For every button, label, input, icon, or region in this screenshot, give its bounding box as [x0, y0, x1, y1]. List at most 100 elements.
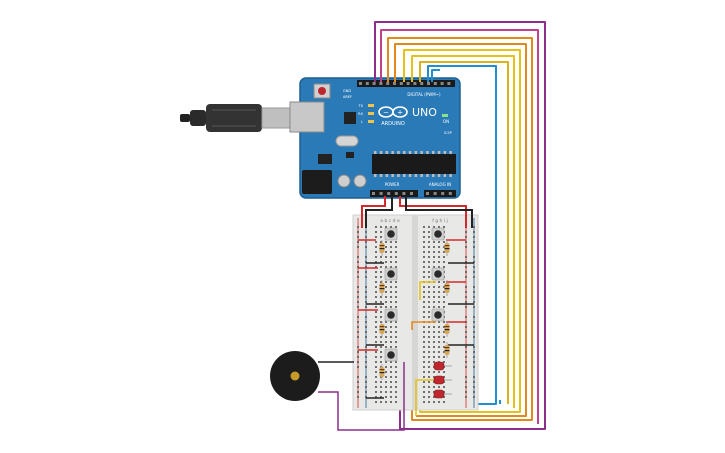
hole: [390, 381, 392, 383]
hole: [395, 346, 397, 348]
hole: [438, 286, 440, 288]
hole: [380, 336, 382, 338]
hole: [433, 246, 435, 248]
pushbuttons[interactable]: [384, 227, 445, 362]
usb-port: [289, 101, 325, 133]
button-cap: [434, 311, 442, 319]
hole: [395, 261, 397, 263]
hole: [433, 286, 435, 288]
hole: [428, 296, 430, 298]
chip-pin: [379, 174, 383, 177]
hole: [423, 301, 425, 303]
rail-hole: [365, 381, 367, 383]
hole: [433, 401, 435, 403]
power-wires[interactable]: [361, 196, 473, 228]
rail-hole: [365, 391, 367, 393]
rail-hole: [465, 266, 467, 268]
hole: [380, 351, 382, 353]
pushbutton[interactable]: [431, 227, 445, 241]
rail-hole: [365, 331, 367, 333]
usb-cable[interactable]: [180, 104, 293, 132]
hole: [380, 401, 382, 403]
rail-hole: [357, 296, 359, 298]
pushbutton[interactable]: [431, 308, 445, 322]
rail-hole: [365, 361, 367, 363]
hole: [438, 326, 440, 328]
hole: [395, 321, 397, 323]
hole: [380, 241, 382, 243]
hole: [423, 271, 425, 273]
pushbutton[interactable]: [384, 308, 398, 322]
resistor-band: [444, 347, 450, 349]
led: [433, 361, 452, 371]
hole: [433, 346, 435, 348]
hole: [423, 296, 425, 298]
power-header: [370, 190, 418, 197]
hole: [423, 386, 425, 388]
rail-hole: [465, 366, 467, 368]
hole: [380, 391, 382, 393]
jumper-wire: [419, 281, 436, 300]
hole: [395, 386, 397, 388]
hole: [395, 376, 397, 378]
hole: [423, 356, 425, 358]
pushbutton[interactable]: [431, 267, 445, 281]
hole: [385, 341, 387, 343]
rail-hole: [357, 396, 359, 398]
arduino-uno-board[interactable]: − + ARDUINO UNO DIGITAL (PWM~) POWER ANA…: [289, 77, 461, 199]
hole: [390, 391, 392, 393]
hole: [375, 311, 377, 313]
hole: [395, 251, 397, 253]
chip-pin: [414, 174, 418, 177]
jumper-wires[interactable]: [358, 239, 474, 416]
hole: [428, 231, 430, 233]
hole: [428, 326, 430, 328]
svg-text:+: +: [397, 109, 403, 117]
rail-hole: [465, 246, 467, 248]
rail-hole: [465, 356, 467, 358]
chip-pin: [426, 174, 429, 177]
resistor-band: [444, 285, 450, 287]
rail-hole: [465, 316, 467, 318]
hole: [443, 261, 445, 263]
pushbutton[interactable]: [384, 348, 398, 362]
usb-chip: [344, 112, 356, 124]
hole: [443, 361, 445, 363]
header-pin: [413, 82, 417, 85]
rail-hole: [473, 246, 475, 248]
led: [433, 389, 452, 399]
hole: [428, 336, 430, 338]
hole: [423, 391, 425, 393]
rail-hole: [473, 331, 475, 333]
hole: [390, 241, 392, 243]
hole: [395, 281, 397, 283]
resistor: [444, 342, 450, 358]
reset-button[interactable]: [318, 87, 326, 95]
hole: [438, 281, 440, 283]
chip-pin: [379, 151, 383, 154]
hole: [433, 226, 435, 228]
rail-hole: [357, 326, 359, 328]
hole: [438, 321, 440, 323]
rail-hole: [357, 386, 359, 388]
hole: [423, 276, 425, 278]
hole: [390, 286, 392, 288]
hole: [375, 241, 377, 243]
piezo-buzzer[interactable]: [270, 351, 405, 431]
hole: [428, 346, 430, 348]
hole: [433, 326, 435, 328]
chip-pin: [374, 151, 377, 154]
pushbutton[interactable]: [384, 227, 398, 241]
resistor-band: [379, 369, 385, 371]
hole: [423, 266, 425, 268]
hole: [443, 346, 445, 348]
rail-hole: [357, 366, 359, 368]
hole: [433, 296, 435, 298]
hole: [433, 336, 435, 338]
hole: [443, 291, 445, 293]
hole: [395, 291, 397, 293]
pushbutton[interactable]: [384, 267, 398, 281]
rail-hole: [465, 256, 467, 258]
rail-hole: [473, 261, 475, 263]
hole: [438, 296, 440, 298]
